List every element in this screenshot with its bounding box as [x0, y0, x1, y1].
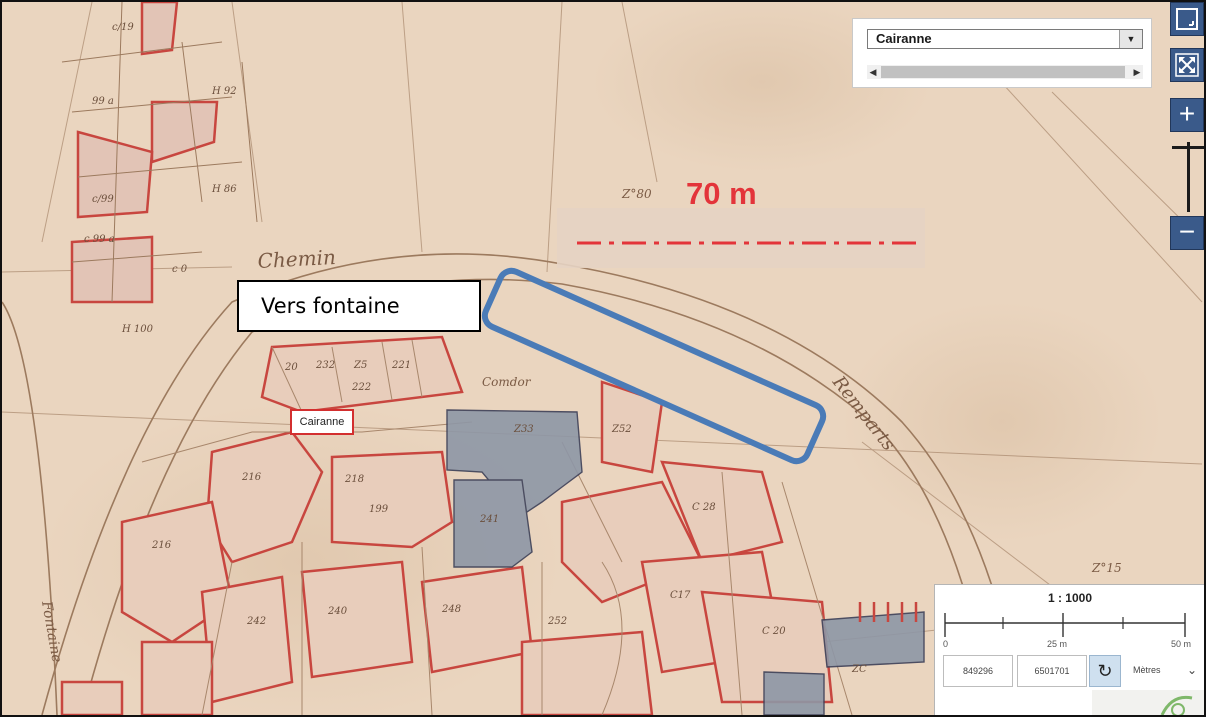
coordinate-y[interactable]: 6501701: [1017, 655, 1087, 687]
svg-text:242: 242: [246, 616, 266, 627]
svg-text:Z5: Z5: [353, 360, 367, 371]
svg-text:Z33: Z33: [513, 424, 534, 435]
refresh-button[interactable]: ↻: [1089, 655, 1121, 687]
zoom-slider-rail[interactable]: [1187, 142, 1190, 212]
commune-select-value: Cairanne: [876, 31, 932, 46]
zoom-out-button[interactable]: −: [1170, 216, 1204, 250]
parcels-northwest: [70, 2, 219, 304]
svg-text:H 100: H 100: [121, 324, 154, 335]
svg-text:c/99: c/99: [92, 194, 114, 205]
triangle-left-icon[interactable]: ◀: [869, 67, 877, 77]
scale-tick-25: 25 m: [1047, 639, 1068, 649]
parcel-numbers-nw: c/19 99 a H 92 c/99 c 99 a c 0 H 100 H 86: [84, 22, 237, 335]
highlight-area: [481, 267, 827, 465]
svg-text:241: 241: [479, 514, 499, 525]
fullscreen-button[interactable]: [1170, 2, 1204, 36]
units-value: Mètres: [1133, 665, 1161, 675]
chevron-down-icon: ⌄: [1186, 663, 1197, 677]
svg-text:218: 218: [344, 474, 364, 485]
triangle-down-icon[interactable]: ▼: [1119, 30, 1142, 48]
public-buildings: [446, 409, 925, 715]
svg-text:99 a: 99 a: [92, 96, 114, 107]
scale-widget: 1 : 1000 0 25 m 50 m 849296 6501701 ↻ Mè…: [934, 584, 1204, 715]
svg-text:199: 199: [369, 504, 389, 515]
svg-text:Z52: Z52: [611, 424, 632, 435]
svg-text:216: 216: [151, 540, 172, 551]
svg-text:ZC: ZC: [851, 664, 867, 675]
place-label-cairanne[interactable]: Cairanne: [290, 409, 354, 435]
svg-text:252: 252: [547, 616, 567, 627]
zoom-in-button[interactable]: +: [1170, 98, 1204, 132]
svg-text:232: 232: [315, 360, 335, 371]
svg-text:Z°80: Z°80: [621, 187, 652, 201]
commune-selector-panel: Cairanne ▼ ◀ ▶: [852, 18, 1152, 88]
svg-text:C 28: C 28: [692, 502, 716, 513]
coordinate-x[interactable]: 849296: [943, 655, 1013, 687]
zoom-slider-handle[interactable]: [1172, 146, 1204, 149]
svg-text:20: 20: [284, 362, 298, 373]
scale-tick-50: 50 m: [1171, 639, 1192, 649]
hatch-marks: [858, 602, 918, 622]
svg-text:Chemin: Chemin: [257, 245, 336, 273]
scale-tick-0: 0: [943, 639, 949, 649]
arrows-out-icon: [1175, 53, 1199, 77]
svg-text:Comdor: Comdor: [482, 375, 532, 389]
parcels-northwest-lines: [61, 2, 258, 303]
svg-text:c/19: c/19: [112, 22, 134, 33]
zoom-extent-button[interactable]: [1170, 48, 1204, 82]
svg-text:C 20: C 20: [762, 626, 786, 637]
scrollbar-thumb[interactable]: [881, 66, 1125, 78]
vers-fontaine-annotation: Vers fontaine: [237, 280, 481, 332]
logo-corner: [1092, 690, 1204, 715]
svg-text:H 86: H 86: [211, 184, 237, 195]
maximize-icon: [1176, 8, 1198, 30]
rotate-icon: ↻: [1097, 661, 1113, 681]
svg-text:216: 216: [241, 472, 262, 483]
svg-text:Z°15: Z°15: [1091, 561, 1122, 575]
svg-text:222: 222: [351, 382, 371, 393]
commune-select[interactable]: Cairanne ▼: [867, 29, 1143, 49]
scale-bar: [944, 613, 1186, 637]
svg-text:c 0: c 0: [172, 264, 188, 275]
horizontal-scrollbar[interactable]: ◀ ▶: [867, 65, 1143, 79]
units-select[interactable]: Mètres ⌄: [1125, 655, 1203, 687]
svg-text:C17: C17: [670, 590, 691, 601]
svg-text:221: 221: [391, 360, 411, 371]
svg-text:240: 240: [327, 606, 348, 617]
logo-icon: [1160, 695, 1193, 715]
scale-length-label: 70 m: [686, 176, 757, 211]
svg-text:248: 248: [441, 604, 461, 615]
svg-text:H 92: H 92: [211, 86, 237, 97]
scale-band: [557, 208, 925, 268]
svg-text:c 99 a: c 99 a: [84, 234, 115, 245]
parcel-numbers-village: 20 232 Z5 221 222 216 218 199 216 242 240 248 Z52…: [151, 360, 867, 675]
triangle-right-icon[interactable]: ▶: [1133, 67, 1141, 77]
scale-ratio: 1 : 1000: [1047, 591, 1093, 605]
